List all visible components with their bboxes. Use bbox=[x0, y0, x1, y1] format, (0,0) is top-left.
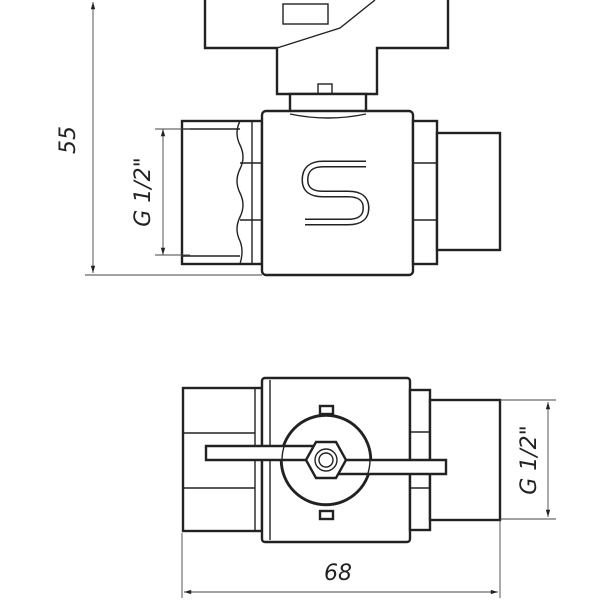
thread-dimension-label-side: G 1/2" bbox=[131, 157, 156, 227]
s-logo bbox=[301, 160, 370, 226]
top-view: 68 G 1/2" bbox=[181, 376, 556, 598]
side-view: 55 G 1/2" bbox=[56, 0, 502, 277]
length-dimension-label: 68 bbox=[324, 561, 352, 586]
butterfly-handle bbox=[203, 0, 450, 96]
right-pipe bbox=[435, 131, 502, 252]
height-dimension-label: 55 bbox=[56, 126, 81, 154]
handle-edge bbox=[276, 0, 376, 49]
hex-nut bbox=[304, 440, 348, 480]
right-nut bbox=[411, 119, 439, 266]
stop-tab-bottom bbox=[318, 509, 335, 521]
thread-dimension-label-top: G 1/2" bbox=[517, 425, 542, 495]
break-line bbox=[236, 120, 244, 265]
left-fitting bbox=[180, 119, 264, 266]
handle-nut bbox=[282, 3, 329, 25]
stem-neck bbox=[288, 92, 368, 114]
stop-tab-top bbox=[318, 404, 335, 416]
